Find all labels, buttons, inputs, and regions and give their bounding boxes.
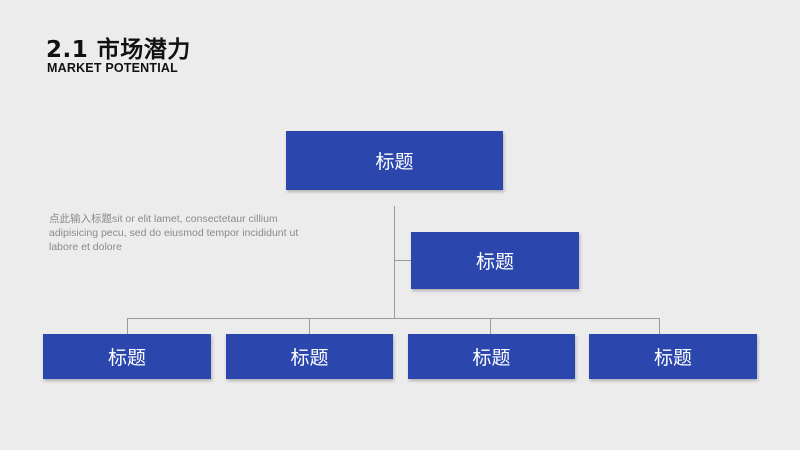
description-text: 点此输入标题sit or elit lamet, consectetaur ci… (49, 213, 299, 253)
connector-horizontal-bus (127, 318, 659, 319)
connector-child-3 (490, 318, 491, 334)
diagram-root-box[interactable]: 标题 (286, 131, 503, 190)
connector-child-2 (309, 318, 310, 334)
diagram-child-box-3[interactable]: 标题 (408, 334, 575, 379)
diagram-side-box[interactable]: 标题 (411, 232, 579, 289)
diagram-child-box-4[interactable]: 标题 (589, 334, 757, 379)
diagram-child-box-1[interactable]: 标题 (43, 334, 211, 379)
diagram-child-label-2: 标题 (290, 347, 329, 369)
diagram-root-label: 标题 (375, 151, 414, 173)
connector-child-4 (659, 318, 660, 334)
page-subtitle: MARKET POTENTIAL (47, 61, 178, 75)
connector-root-trunk (394, 206, 395, 318)
diagram-child-box-2[interactable]: 标题 (226, 334, 393, 379)
page-title: 2.1 市场潜力 (46, 37, 191, 63)
connector-side-branch (394, 260, 411, 261)
connector-child-1 (127, 318, 128, 334)
diagram-child-label-1: 标题 (107, 347, 146, 369)
diagram-child-label-3: 标题 (472, 347, 511, 369)
diagram-side-label: 标题 (475, 251, 514, 273)
diagram-child-label-4: 标题 (653, 347, 692, 369)
